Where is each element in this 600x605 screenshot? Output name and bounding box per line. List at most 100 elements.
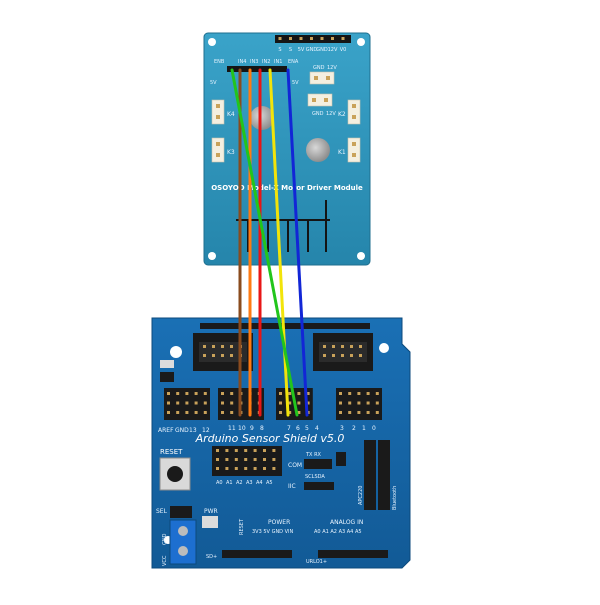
header-pin: [176, 411, 180, 414]
header-pin: [253, 449, 257, 452]
header-pin: [366, 401, 370, 405]
digital-pin-label: 0: [372, 425, 376, 432]
shield-hole: [170, 346, 182, 358]
wire-green: [230, 68, 299, 417]
box-pin: [230, 354, 233, 357]
analog-in-label: ANALOG IN: [330, 519, 363, 526]
header-pin: [167, 392, 170, 395]
driver-title: OSOYOO Model-X Motor Driver Module: [211, 184, 363, 192]
header-pin: [230, 392, 234, 395]
analog-label: A1: [226, 480, 233, 486]
header-pin: [194, 411, 198, 414]
box-pin: [332, 354, 335, 357]
header-pin: [331, 37, 334, 40]
header-pin: [297, 392, 301, 395]
digital-pin-label: 3: [340, 425, 344, 432]
header-pin: [348, 401, 352, 405]
box-pin: [230, 345, 233, 348]
small-header: [336, 452, 346, 466]
input-label: IN3: [250, 59, 258, 65]
top-header-strip: [200, 323, 370, 329]
box-pin: [359, 354, 362, 357]
header-pin: [348, 411, 352, 414]
digital-pin-label: 2: [352, 425, 356, 432]
power-header-label: GND: [306, 47, 318, 53]
header-pin: [225, 458, 229, 461]
mounting-hole: [208, 252, 216, 260]
led-component: [160, 360, 174, 368]
header-pin: [272, 467, 276, 470]
box-pin: [350, 345, 353, 348]
box-pin: [350, 354, 353, 357]
digital-pin-label: 8: [260, 425, 264, 432]
connector-label-k3: K3: [227, 149, 235, 156]
digital-pin-label: 10: [238, 425, 246, 432]
analog-header-bottom: [318, 550, 388, 558]
box-pin: [341, 345, 344, 348]
connector-label-k4: K4: [227, 111, 235, 118]
digital-pin-label: 5: [305, 425, 309, 432]
header-pin: [185, 411, 189, 414]
header-pin: [279, 401, 282, 405]
sel-label: SEL: [156, 508, 168, 515]
mounting-hole: [357, 38, 365, 46]
input-label: IN2: [262, 59, 270, 65]
header-pin: [279, 411, 282, 414]
vcc-label: VCC: [162, 555, 168, 566]
header-pin: [167, 411, 170, 414]
reset-label: RESET: [160, 448, 183, 456]
box-pin: [221, 345, 224, 348]
left-pin-label: AREF: [158, 427, 174, 434]
header-pin: [203, 401, 207, 405]
box-pin: [221, 354, 224, 357]
header-pin: [225, 467, 229, 470]
sel-jumper[interactable]: [170, 506, 192, 518]
input-label: ENA: [288, 59, 299, 65]
digital-pin-label: 1: [362, 425, 366, 432]
reset-button[interactable]: [159, 457, 191, 491]
com-label: COM: [288, 462, 302, 469]
tx-rx-label: TX RX: [305, 452, 322, 458]
header-pin: [288, 411, 292, 414]
bluetooth-header: [378, 440, 390, 510]
wire-blue: [286, 68, 309, 417]
header-pin: [234, 458, 238, 461]
box-pin: [341, 354, 344, 357]
header-pin: [221, 392, 224, 395]
header-pin: [357, 401, 361, 405]
power-header-label: 5V: [298, 47, 305, 53]
power-label: POWER: [268, 519, 290, 526]
header-pin: [375, 401, 379, 405]
header-pin: [253, 467, 257, 470]
header-pin: [375, 411, 379, 414]
pwr-label: PWR: [204, 508, 218, 515]
header-pin: [299, 37, 303, 40]
header-pin: [375, 392, 379, 395]
box-pin: [203, 354, 206, 357]
header-pin: [263, 467, 266, 470]
analog-in-pins-label: A0 A1 A2 A3 A4 A5: [314, 529, 362, 535]
header-pin: [194, 401, 198, 405]
connector-k4: [211, 99, 225, 125]
header-pin: [176, 392, 180, 395]
power-header-bottom: [222, 550, 292, 558]
header-pin: [216, 467, 219, 470]
header-pin: [278, 37, 282, 40]
smd-component: [160, 372, 174, 382]
left-pin-label: 13: [189, 427, 197, 434]
header-pin: [203, 392, 207, 395]
reset-side-label: RESET: [239, 518, 245, 535]
connector-k1: [347, 137, 361, 163]
header-pin: [185, 392, 189, 395]
header-pin: [253, 458, 257, 461]
apc220-label: APC220: [358, 486, 364, 505]
label-right-5v: 5V: [292, 80, 299, 86]
header-pin: [263, 458, 266, 461]
header-pin: [221, 401, 224, 405]
analog-label: A3: [246, 480, 253, 486]
terminal-top-right: [309, 71, 335, 85]
